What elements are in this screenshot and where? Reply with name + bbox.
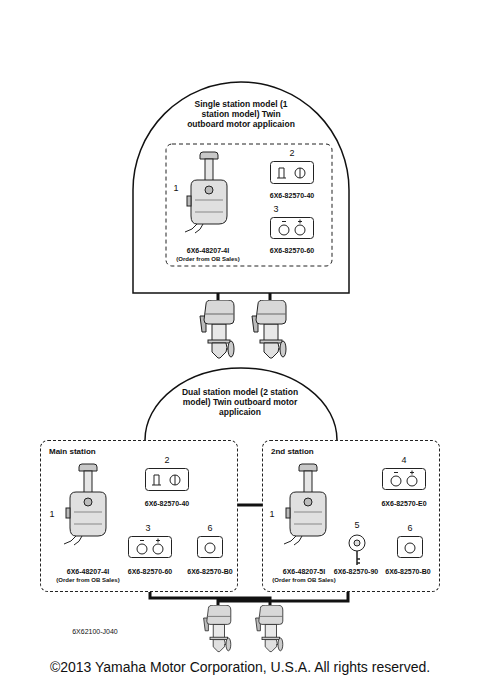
callout-number: 3 xyxy=(273,205,278,214)
gauge-panel xyxy=(198,537,223,558)
outboard-motor xyxy=(252,300,286,358)
cable-line xyxy=(218,293,270,300)
key-switch xyxy=(349,535,365,565)
part-number: 6X6-82570-40 xyxy=(145,500,189,507)
copyright-caption: ©2013 Yamaha Motor Corporation, U.S.A. A… xyxy=(50,660,430,674)
region-heading: 2nd station xyxy=(271,447,381,456)
callout-number: 4 xyxy=(401,456,406,465)
outboard-motor xyxy=(204,605,231,651)
switch-panel xyxy=(271,162,314,184)
cable-line xyxy=(150,592,348,605)
callout-number: 3 xyxy=(145,524,150,533)
gauge-panel xyxy=(398,537,423,558)
region-heading: Dual station model (2 station model) Twi… xyxy=(181,388,299,417)
outboard-motor xyxy=(256,605,283,651)
callout-number: 2 xyxy=(289,149,294,158)
part-number: 6X6-82570-B0 xyxy=(385,568,431,575)
connector-line xyxy=(238,504,262,507)
callout-number: 1 xyxy=(173,184,178,193)
order-note: (Order from OB Sales) xyxy=(272,577,335,583)
part-number: 6X6-48207-5I xyxy=(283,568,325,575)
outboard-motor xyxy=(200,300,234,358)
part-number: 6X6-82570-E0 xyxy=(381,500,426,507)
part-number: 6X6-48207-4I xyxy=(67,568,109,575)
region-border xyxy=(145,368,337,440)
dashed-frame xyxy=(166,144,332,266)
callout-number: 5 xyxy=(354,521,359,530)
order-note: (Order from OB Sales) xyxy=(176,256,239,262)
part-number: 6X6-82570-B0 xyxy=(187,568,233,575)
region-border xyxy=(133,82,349,293)
callout-number: 2 xyxy=(164,456,169,465)
callout-number: 6 xyxy=(407,524,412,533)
remote-control-box xyxy=(185,152,227,233)
callout-number: 1 xyxy=(49,510,54,519)
part-number: 6X6-82570-40 xyxy=(270,192,314,199)
part-number: 6X62100-J040 xyxy=(72,628,118,635)
part-number: 6X6-82570-60 xyxy=(270,247,314,254)
gauge-panel xyxy=(271,218,314,239)
region-heading: Single station model (1 station model) T… xyxy=(182,100,300,129)
remote-control-box xyxy=(284,464,326,545)
part-number: 6X6-82570-60 xyxy=(128,568,172,575)
remote-control-box xyxy=(64,464,106,545)
gauge-panel xyxy=(383,469,426,490)
switch-panel xyxy=(146,469,189,491)
region-heading: Main station xyxy=(49,447,159,456)
part-number: 6X6-48207-4I xyxy=(187,247,229,254)
callout-number: 1 xyxy=(269,510,274,519)
model-region: Dual station model (2 station model) Twi… xyxy=(40,368,440,592)
callout-number: 6 xyxy=(207,524,212,533)
order-note: (Order from OB Sales) xyxy=(56,577,119,583)
model-region: Single station model (1 station model) T… xyxy=(133,82,350,293)
gauge-panel xyxy=(129,537,172,558)
part-number: 6X6-82570-90 xyxy=(334,568,378,575)
